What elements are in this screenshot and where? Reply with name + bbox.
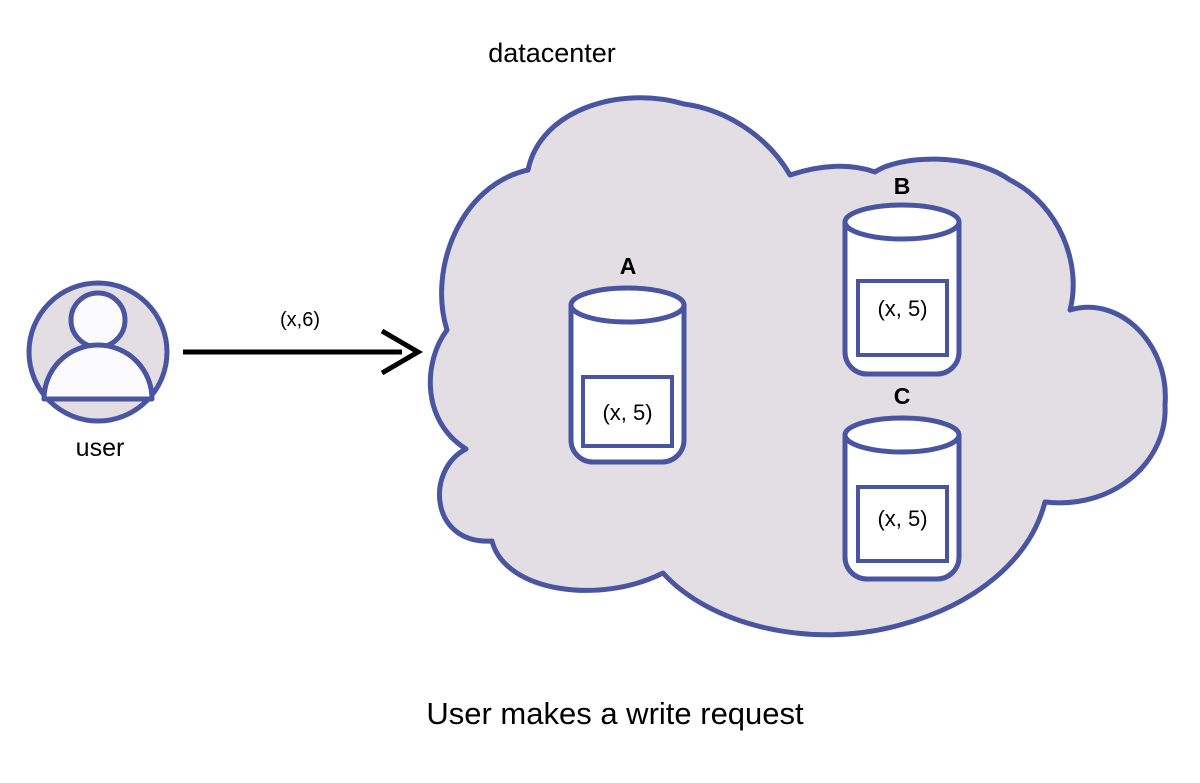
datacenter-cloud[interactable] (427, 95, 1168, 638)
database-top-ellipse-a (568, 285, 687, 325)
page-title: datacenter (488, 38, 616, 68)
user-label: user (75, 434, 125, 462)
node-label-b: B (893, 173, 911, 199)
database-node-c[interactable] (842, 415, 962, 582)
node-label-a: A (619, 253, 637, 279)
user-head-icon (68, 290, 128, 350)
database-top-ellipse-c (842, 415, 962, 455)
node-value-b: (x, 5) (877, 296, 928, 321)
database-cell-box-c (856, 485, 949, 563)
node-label-c: C (893, 383, 911, 409)
arrow-right-icon (380, 328, 423, 376)
node-value-c: (x, 5) (877, 506, 928, 531)
cloud-shape (427, 95, 1168, 638)
diagram-caption: User makes a write request (426, 696, 804, 731)
arrow-label: (x,6) (280, 309, 320, 331)
user-body-icon (41, 342, 155, 402)
write-request-arrow[interactable] (183, 328, 423, 376)
node-value-a: (x, 5) (602, 400, 653, 425)
database-node-a[interactable] (568, 285, 687, 465)
database-top-ellipse-b (842, 202, 962, 242)
database-node-b[interactable] (842, 202, 962, 377)
database-cell-box-b (856, 279, 949, 357)
user-avatar[interactable] (26, 280, 170, 424)
database-cell-box-a (581, 375, 674, 448)
